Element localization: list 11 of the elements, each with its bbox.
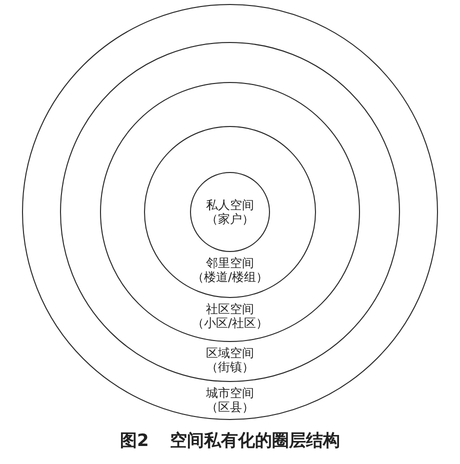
circle-label: 城市空间（区县） xyxy=(206,386,254,414)
circle-label: 邻里空间（楼道/楼组） xyxy=(191,256,269,284)
circle-label: 私人空间（家户） xyxy=(206,198,254,226)
circle-label: 区域空间（街镇） xyxy=(206,346,254,374)
circle xyxy=(60,42,400,382)
circle xyxy=(144,126,316,298)
circle xyxy=(22,4,438,420)
circle xyxy=(100,82,360,342)
figure-caption: 图2 空间私有化的圈层结构 xyxy=(120,430,340,452)
circle xyxy=(190,172,270,252)
circle-label: 社区空间（小区/社区） xyxy=(191,302,269,330)
